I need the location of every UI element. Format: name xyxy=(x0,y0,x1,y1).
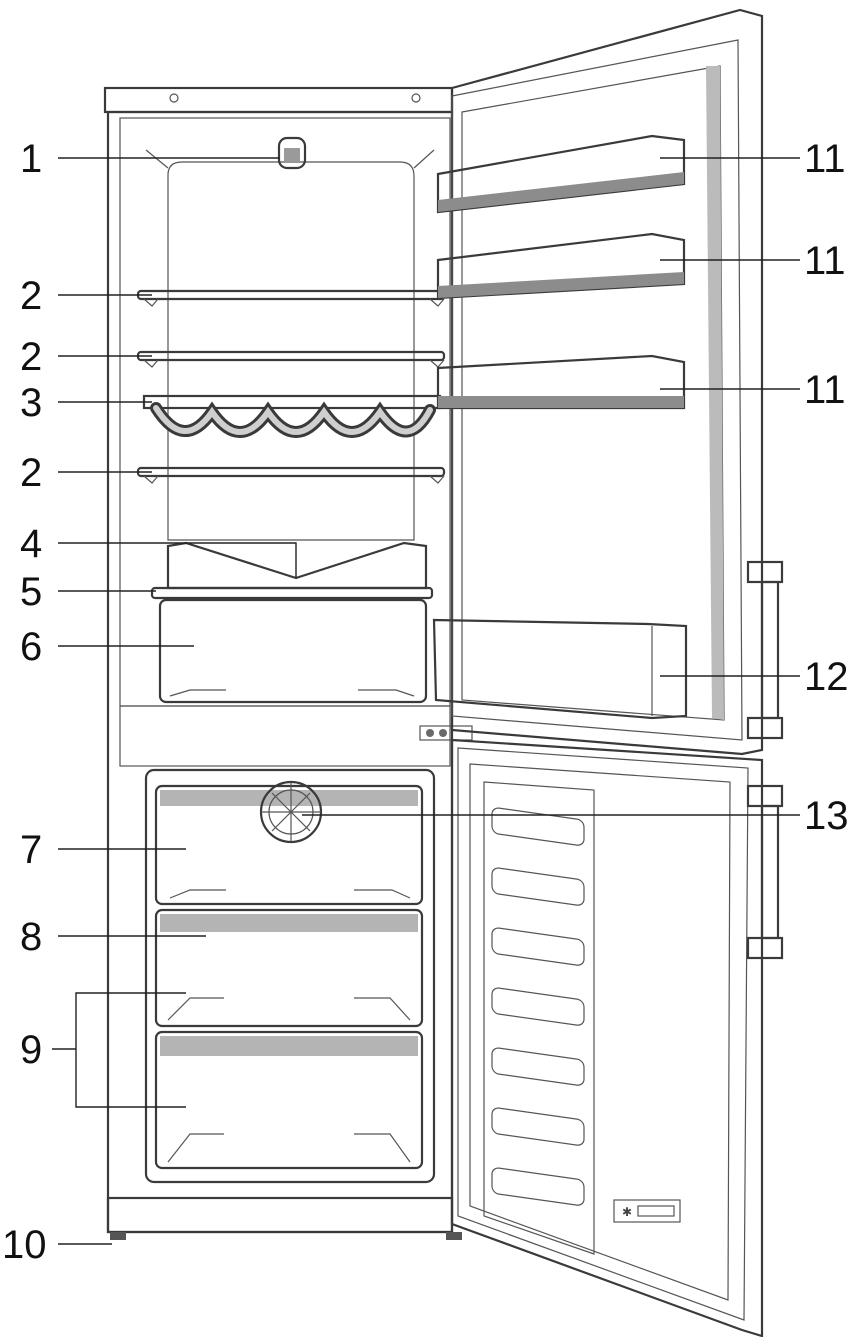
freezer-drawer-middle xyxy=(154,908,424,1028)
leader-4 xyxy=(58,542,297,578)
leader-9 xyxy=(75,992,186,1108)
glass-shelf-3 xyxy=(136,466,446,484)
top-screw-right xyxy=(411,93,421,103)
callout-1: 1 xyxy=(20,137,42,181)
foot-right xyxy=(446,1232,462,1240)
cabinet-top xyxy=(103,86,454,114)
freezer-compartment xyxy=(144,768,436,1184)
svg-text:✱: ✱ xyxy=(622,1205,632,1219)
callout-11a: 11 xyxy=(804,137,846,181)
callout-12: 12 xyxy=(804,655,849,699)
foot-left xyxy=(110,1232,126,1240)
callout-2a: 2 xyxy=(20,274,42,318)
door-bottle-bin xyxy=(432,618,688,720)
top-screw-left xyxy=(169,93,179,103)
callout-4: 4 xyxy=(20,522,42,566)
fridge-door xyxy=(432,8,784,756)
fridge-compartment xyxy=(119,117,451,707)
leader-lines xyxy=(52,157,800,1245)
callouts: 1 2 2 3 2 4 5 6 7 8 9 10 11 11 11 12 13 xyxy=(2,137,849,1267)
callout-11c: 11 xyxy=(804,368,846,412)
callout-8: 8 xyxy=(20,915,42,959)
callout-11b: 11 xyxy=(804,239,846,283)
fridge-interior xyxy=(136,136,446,704)
compartment-divider xyxy=(119,705,451,767)
callout-3: 3 xyxy=(20,381,42,425)
glass-shelf-2 xyxy=(136,350,446,368)
control-panel xyxy=(419,725,473,741)
glass-shelf-1 xyxy=(136,289,446,307)
back-panel xyxy=(167,161,415,541)
crisper-cover xyxy=(166,541,428,590)
interior-light xyxy=(277,136,307,170)
freezer-drawer-top xyxy=(154,784,424,906)
callout-9: 9 xyxy=(20,1028,42,1072)
door-bin-1 xyxy=(436,134,686,214)
cabinet xyxy=(103,86,462,1240)
top-corner-right xyxy=(413,149,435,169)
freezer-rating-sticker: ✱ xyxy=(613,1199,681,1223)
freezer-door-ribs xyxy=(491,807,585,1206)
callout-5: 5 xyxy=(20,570,42,614)
callout-6: 6 xyxy=(20,625,42,669)
top-corner-left xyxy=(145,149,169,169)
callout-10: 10 xyxy=(2,1223,47,1267)
freezer-door-handle xyxy=(746,784,784,960)
crisper-shelf xyxy=(150,586,434,600)
freezer-fan xyxy=(259,780,323,844)
callout-13: 13 xyxy=(804,794,849,838)
cabinet-base xyxy=(106,1196,454,1234)
crisper-drawer xyxy=(158,598,428,704)
door-bin-3 xyxy=(436,354,686,410)
callout-2c: 2 xyxy=(20,451,42,495)
freezer-drawers xyxy=(154,780,424,1170)
callout-7: 7 xyxy=(20,828,42,872)
bottle-rack xyxy=(142,394,442,438)
door-bin-2 xyxy=(436,232,686,300)
fridge-door-handle xyxy=(746,560,784,740)
freezer-drawer-bottom xyxy=(154,1030,424,1170)
freezer-door: ✱ xyxy=(450,738,784,1337)
callout-2b: 2 xyxy=(20,335,42,379)
